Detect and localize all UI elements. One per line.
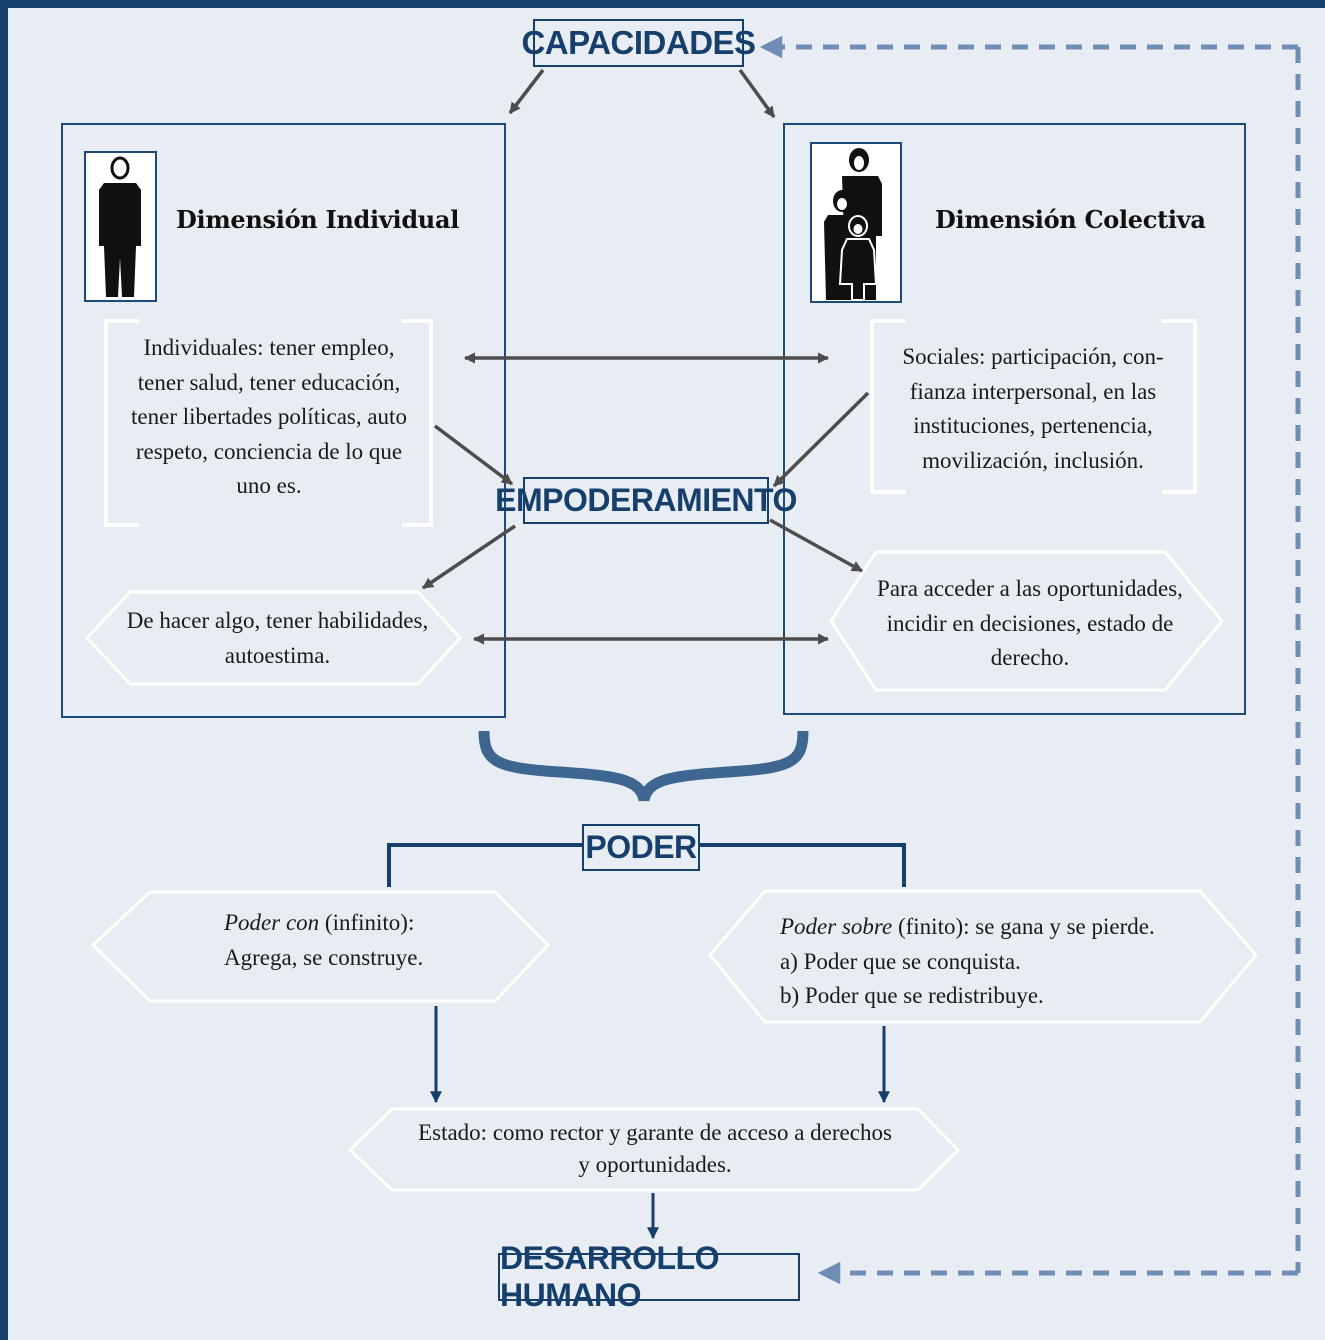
individual-panel [61, 123, 506, 718]
poder-connector [387, 843, 906, 887]
poder-con-term: Poder con [224, 910, 320, 935]
arrow-emp-to-hex-left [422, 524, 516, 590]
poder-sobre-line-3: b) Poder que se redistribuye. [780, 983, 1044, 1008]
social-capacities-text: Sociales: participación, con- fianza int… [873, 340, 1193, 478]
colectiva-empowerment-text: Para acceder a las oportunidades, incidi… [845, 572, 1215, 676]
poder-sobre-text: Poder sobre (finito): se gana y se pierd… [780, 910, 1220, 1014]
estado-line-1: Estado: como rector y garante de acceso … [418, 1120, 892, 1145]
indiv-cap-line-3: tener libertades políticas, auto [131, 404, 407, 429]
colectiva-panel [783, 123, 1246, 715]
col-emp-line-3: derecho. [990, 645, 1070, 670]
single-person-icon [84, 151, 157, 302]
individual-title: Dimensión Individual [176, 205, 460, 234]
col-emp-line-1: Para acceder a las oportunidades, [877, 576, 1183, 601]
poder-sobre-line-2: a) Poder que se conquista. [780, 948, 1021, 974]
bracket-colectiva [870, 319, 1197, 494]
capacidades-box: CAPACIDADES [521, 19, 756, 67]
estado-line-2: y oportunidades. [578, 1152, 732, 1177]
indiv-cap-line-2: tener salud, tener educación, [137, 369, 401, 395]
poder-sobre-rest: (finito): se gana y se pierde. [897, 914, 1155, 939]
arrow-cap-to-colectiva [738, 68, 776, 119]
hex-estado [347, 1107, 961, 1192]
arrow-emp-to-hex-right [769, 518, 863, 573]
desarrollo-humano-box: DESARROLLO HUMANO [498, 1240, 800, 1313]
bracket-individual [104, 319, 433, 527]
arrow-cap-to-individual [508, 68, 545, 115]
estado-text: Estado: como rector y garante de acceso … [360, 1117, 950, 1181]
curly-brace [478, 730, 809, 802]
poder-con-text: Poder con (infinito): Agrega, se constru… [224, 906, 524, 975]
hex-poder-sobre [708, 889, 1258, 1024]
social-cap-line-1: Sociales: participación, con- [902, 344, 1164, 369]
arrow-social-to-emp [772, 391, 870, 488]
indiv-emp-line-1: De hacer algo, tener habilidades, [126, 608, 429, 633]
poder-con-rest: (infinito): [324, 910, 415, 935]
indiv-emp-line-2: autoestima. [224, 642, 331, 668]
poder-sobre-term: Poder sobre [780, 914, 893, 939]
individual-empowerment-text: De hacer algo, tener habilidades, autoes… [100, 604, 455, 673]
indiv-cap-line-1: Individuales: tener empleo, [143, 335, 395, 360]
hex-individual [84, 590, 463, 686]
col-emp-line-2: incidir en decisiones, estado de [886, 610, 1174, 636]
social-cap-line-3: instituciones, pertenencia, [913, 413, 1153, 438]
indiv-cap-line-5: uno es. [236, 473, 302, 498]
social-cap-line-4: movilización, inclusión. [922, 447, 1144, 473]
empoderamiento-box: EMPODERAMIENTO [495, 477, 797, 524]
indiv-cap-line-4: respeto, conciencia de lo que [135, 438, 403, 464]
colectiva-title: Dimensión Colectiva [935, 205, 1206, 234]
group-of-people-icon [810, 142, 902, 303]
poder-con-line-2: Agrega, se construye. [224, 944, 424, 970]
social-cap-line-2: fianza interpersonal, en las [909, 378, 1157, 404]
hex-colectiva [829, 550, 1224, 692]
hex-poder-con [90, 890, 551, 1003]
poder-box: PODER [582, 824, 700, 871]
arrow-indiv-to-emp [433, 424, 514, 486]
individual-capacities-text: Individuales: tener empleo, tener salud,… [108, 331, 430, 504]
